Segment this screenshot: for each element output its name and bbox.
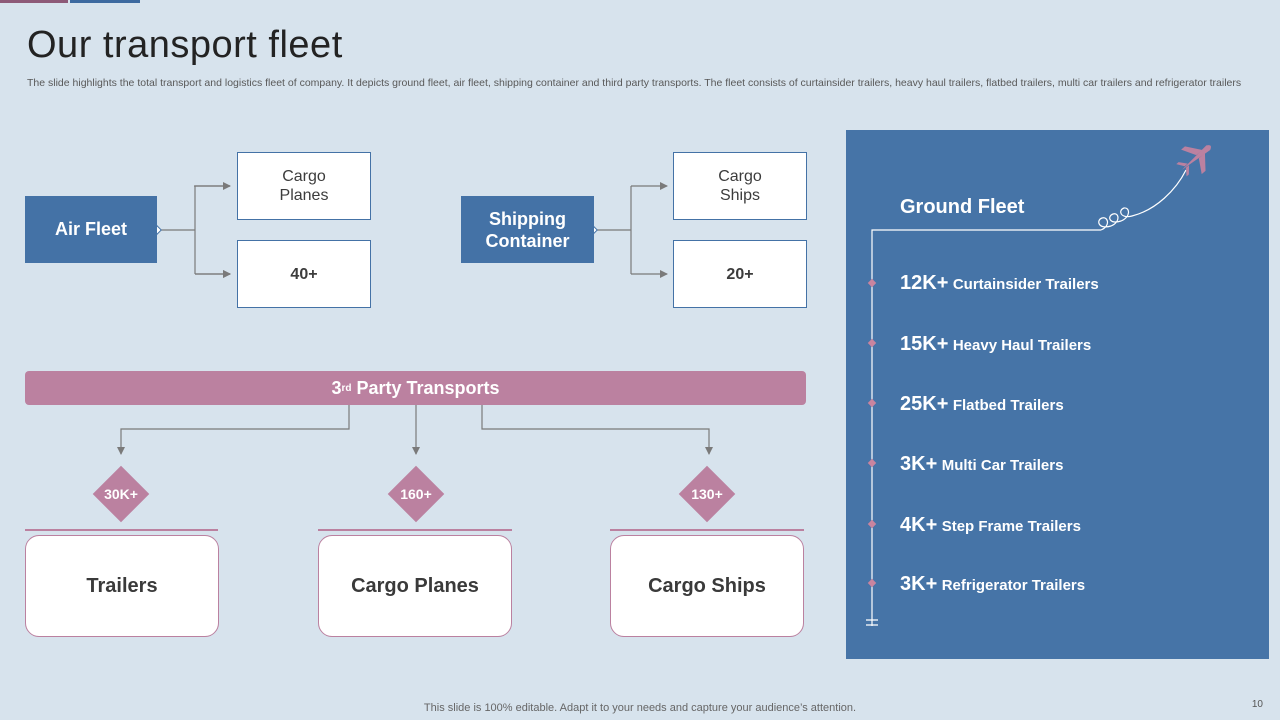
cargo-planes-box: Cargo Planes [237,152,371,220]
third-party-label-prefix: 3 [331,377,342,398]
page-title: Our transport fleet [27,24,343,66]
ground-fleet-item: 3K+ Refrigerator Trailers [900,571,1085,597]
connector-lines [117,182,713,455]
ground-fleet-label: Step Frame Trailers [941,518,1081,535]
cargo-ships-divider [610,529,804,531]
cargo-planes-label: Cargo Planes [351,574,479,597]
third-party-label-rest: Party Transports [351,377,500,398]
ground-fleet-count: 4K+ [900,514,938,536]
cargo-ships-label-line2: Ships [719,187,760,204]
footer-note: This slide is 100% editable. Adapt it to… [423,702,857,714]
ground-fleet-count: 25K+ [900,393,949,415]
cargo-planes-divider [318,529,512,531]
cargo-ships-label: Cargo Ships [648,574,766,597]
cargo-planes-count: 160+ [400,486,432,502]
trailers-card: Trailers [25,535,219,637]
ground-fleet-item: 15K+ Heavy Haul Trailers [900,331,1091,357]
ground-fleet-count: 15K+ [900,333,949,355]
cargo-ships-label-line1: Cargo [718,168,762,185]
ground-fleet-label: Flatbed Trailers [952,397,1064,414]
ground-fleet-item: 25K+ Flatbed Trailers [900,391,1064,417]
cargo-planes-label-line2: Planes [279,187,329,204]
air-fleet-box: Air Fleet [25,196,157,263]
trailers-label: Trailers [86,574,158,597]
trailers-count: 30K+ [104,486,138,502]
ground-fleet-count: 3K+ [900,573,938,595]
cargo-ships-count: 130+ [691,486,723,502]
air-fleet-label: Air Fleet [54,219,128,239]
shipping-count-box: 20+ [673,240,807,308]
third-party-label-sup: rd [341,382,352,394]
ground-fleet-item: 12K+ Curtainsider Trailers [900,270,1099,296]
ground-fleet-item: 3K+ Multi Car Trailers [900,451,1063,477]
cargo-planes-card: Cargo Planes [318,535,512,637]
airplane-icon [1176,145,1211,177]
ground-fleet-label: Refrigerator Trailers [941,577,1086,594]
ground-fleet-label: Multi Car Trailers [941,457,1064,474]
page-description: The slide highlights the total transport… [27,77,1242,89]
air-fleet-count: 40+ [290,265,318,283]
top-accent-bar-mauve [0,0,68,3]
ground-fleet-count: 3K+ [900,453,938,475]
cargo-planes-label-line1: Cargo [282,168,326,185]
shipping-label-line1: Shipping [489,208,566,229]
ground-fleet-decoration [866,145,1211,626]
shipping-container-box: Shipping Container [461,196,594,263]
page-number: 10 [1251,699,1263,710]
ground-fleet-count: 12K+ [900,272,949,294]
ground-fleet-label: Curtainsider Trailers [952,276,1099,293]
cargo-ships-card: Cargo Ships [610,535,804,637]
ground-fleet-title: Ground Fleet [900,196,1025,218]
ground-fleet-panel [846,130,1269,659]
cargo-ships-box: Cargo Ships [673,152,807,220]
trailers-divider [25,529,218,531]
shipping-count: 20+ [726,265,754,283]
ground-fleet-item: 4K+ Step Frame Trailers [900,512,1081,538]
shipping-label-line2: Container [485,230,570,251]
top-accent-bar-blue [70,0,140,3]
ground-fleet-label: Heavy Haul Trailers [952,337,1092,354]
air-fleet-count-box: 40+ [237,240,371,308]
